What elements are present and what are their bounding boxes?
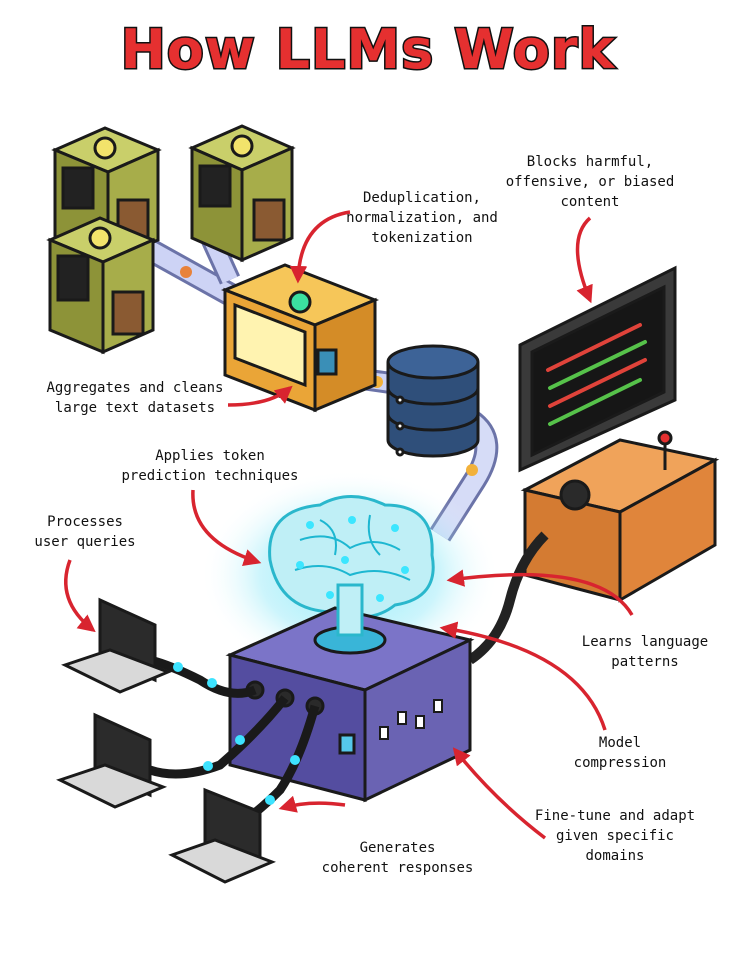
- finetune-label: Fine-tune and adapt given specific domai…: [534, 808, 696, 864]
- blocks-label: Blocks harmful, offensive, or biased con…: [505, 154, 675, 210]
- learns-label: Learns language patterns: [581, 634, 709, 670]
- annotation-arrows: [64, 210, 634, 840]
- page-title: How LLMs Work: [119, 17, 616, 83]
- processes-label: Processes user queries: [34, 514, 136, 550]
- database-icon: [386, 344, 480, 458]
- cable-lights: [173, 662, 300, 805]
- monitor-icon: [518, 265, 677, 473]
- applies-label: Applies token prediction techniques: [121, 448, 299, 484]
- dedup-label: Deduplication, normalization, and tokeni…: [346, 190, 498, 246]
- server-icon: [46, 124, 296, 355]
- console-icon: [520, 430, 720, 603]
- generates-label: Generates coherent responses: [321, 840, 474, 876]
- hub-icon: [225, 583, 475, 803]
- aggregates-label: Aggregates and cleans large text dataset…: [46, 380, 224, 416]
- laptop-icon: [56, 597, 276, 884]
- processor-icon: [220, 263, 380, 413]
- compression-label: Model compression: [573, 735, 667, 771]
- brain-icon: [268, 495, 435, 619]
